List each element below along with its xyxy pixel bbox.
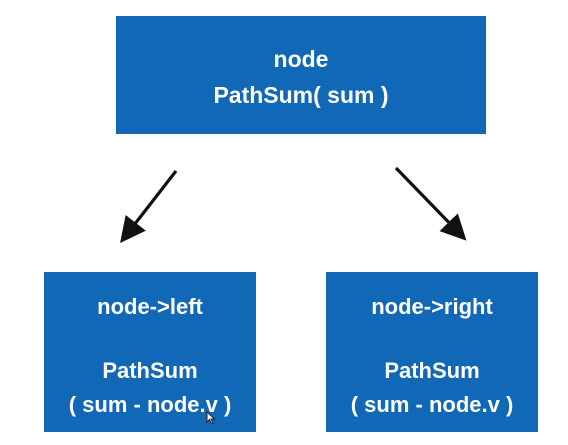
left-pathsum-label: PathSum — [102, 358, 198, 383]
left-child-box: node->left PathSum ( sum - node.v ) — [44, 272, 256, 432]
root-pathsum-call: PathSum( sum ) — [213, 82, 389, 108]
mouse-pointer-icon — [206, 411, 216, 425]
right-pathsum-label: PathSum — [384, 358, 480, 383]
root-node-label: node — [273, 46, 329, 72]
left-pathsum-arg: ( sum - node.v ) — [68, 392, 232, 417]
root-node-box: node PathSum( sum ) — [116, 16, 486, 134]
right-arrow — [394, 166, 467, 241]
right-child-box: node->right PathSum ( sum - node.v ) — [326, 272, 538, 432]
left-arrow — [120, 170, 178, 244]
right-child-label: node->right — [371, 294, 493, 319]
right-pathsum-arg: ( sum - node.v ) — [350, 392, 514, 417]
left-child-label: node->left — [97, 294, 203, 319]
